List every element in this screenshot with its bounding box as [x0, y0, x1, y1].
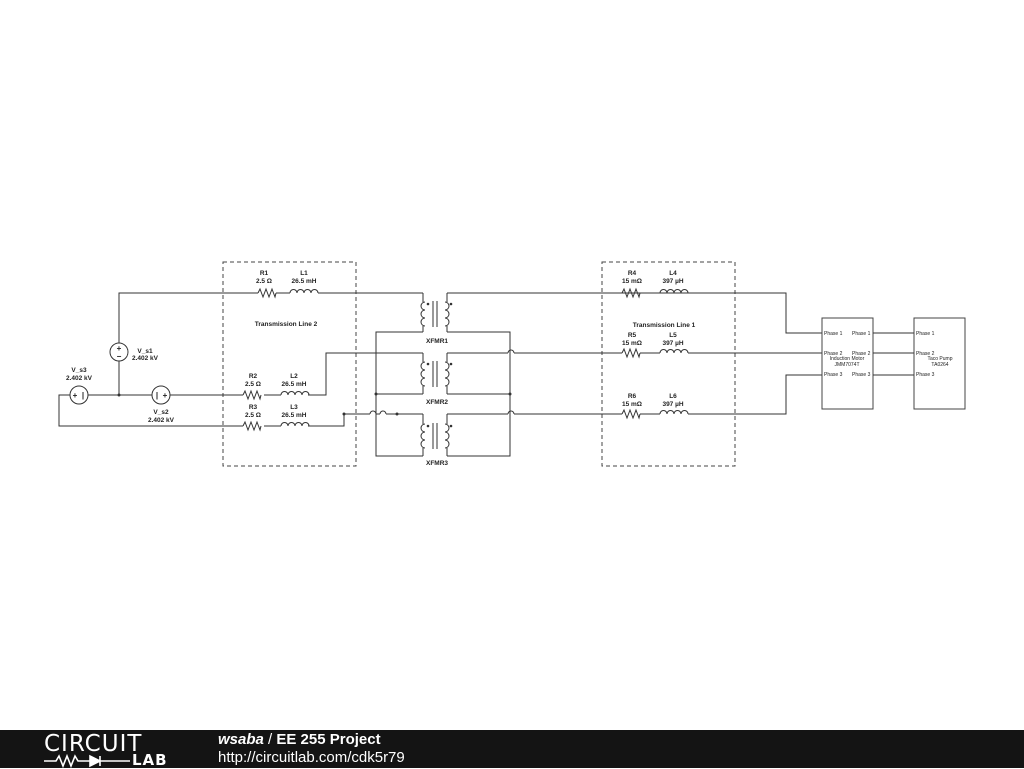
l4-value: 397 µH: [662, 278, 683, 285]
pump-port-2: Phase 2: [916, 351, 935, 357]
svg-text:+: +: [117, 344, 122, 353]
source-vs2: | + V_s2 2.402 kV: [148, 385, 175, 424]
l3-name: L3: [290, 404, 298, 411]
r4-value: 15 mΩ: [622, 278, 642, 285]
pump-port-1: Phase 1: [916, 331, 935, 337]
tl1-title: Transmission Line 1: [633, 322, 696, 329]
vs3-name: V_s3: [71, 367, 87, 374]
transmission-line-2-box: [222, 261, 357, 467]
project-title-line: wsaba / EE 255 Project: [218, 731, 405, 749]
r5-value: 15 mΩ: [622, 340, 642, 347]
title-separator: /: [268, 731, 273, 748]
pump-port-3: Phase 3: [916, 372, 935, 378]
l1-value: 26.5 mH: [292, 278, 317, 285]
transmission-line-2: Transmission Line 2 R1 2.5 Ω L1 26.5 mH …: [242, 270, 319, 432]
motor-label: Induction Motor: [830, 356, 865, 362]
motor-port-in-3: Phase 3: [824, 372, 843, 378]
motor-part: JMM7074T: [834, 362, 859, 368]
vs1-name: V_s1: [137, 348, 153, 355]
r4-name: R4: [628, 270, 637, 277]
l3-value: 26.5 mH: [282, 412, 307, 419]
logo-circuit-icon: [44, 754, 130, 768]
l5-value: 397 µH: [662, 340, 683, 347]
r5-name: R5: [628, 332, 637, 339]
logo-text-top: CIRCUIT: [44, 731, 143, 757]
transmission-line-1-box: [601, 261, 736, 467]
transmission-line-1: Transmission Line 1 R4 15 mΩ L4 397 µH R…: [621, 270, 696, 420]
r2-name: R2: [249, 373, 258, 380]
svg-text:+: +: [163, 391, 168, 400]
motor-port-out-3: Phase 3: [852, 372, 871, 378]
footer-bar: CIRCUIT LAB wsaba / EE 255 Project http:…: [0, 730, 1024, 768]
l6-value: 397 µH: [662, 401, 683, 408]
r2-value: 2.5 Ω: [245, 381, 261, 388]
pump-block: Phase 1 Phase 2 Phase 3 Taco Pump TA0264: [913, 317, 966, 410]
wire-motor-to-pump: [873, 332, 914, 376]
vs2-name: V_s2: [153, 409, 169, 416]
tl2-title: Transmission Line 2: [255, 321, 318, 328]
motor-port-in-1: Phase 1: [824, 331, 843, 337]
l2-value: 26.5 mH: [282, 381, 307, 388]
l4-name: L4: [669, 270, 677, 277]
motor-port-out-2: Phase 2: [852, 351, 871, 357]
xfmr2: XFMR2: [420, 353, 453, 406]
vs3-value: 2.402 kV: [66, 375, 93, 382]
svg-text:|: |: [156, 391, 158, 400]
r6-value: 15 mΩ: [622, 401, 642, 408]
l6-name: L6: [669, 393, 677, 400]
svg-text:+: +: [73, 391, 78, 400]
logo-text-bottom: LAB: [132, 751, 168, 769]
project-info: wsaba / EE 255 Project http://circuitlab…: [218, 731, 405, 767]
svg-text:−: −: [117, 352, 122, 361]
pump-part: TA0264: [931, 362, 948, 368]
r1-name: R1: [260, 270, 269, 277]
induction-motor-block: Phase 1 Phase 2 Phase 3 Phase 1 Phase 2 …: [821, 317, 874, 410]
l1-name: L1: [300, 270, 308, 277]
circuitlab-logo[interactable]: CIRCUIT LAB: [40, 731, 180, 769]
r3-value: 2.5 Ω: [245, 412, 261, 419]
vs2-value: 2.402 kV: [148, 417, 175, 424]
motor-port-in-2: Phase 2: [824, 351, 843, 357]
l5-name: L5: [669, 332, 677, 339]
wire-transformer-connections: [375, 292, 822, 457]
project-title[interactable]: EE 255 Project: [276, 731, 381, 748]
source-vs1: + − V_s1 2.402 kV: [109, 342, 159, 362]
vs1-value: 2.402 kV: [132, 355, 159, 362]
xfmr1: XFMR1: [420, 293, 453, 345]
circuit-schematic: + − V_s1 2.402 kV | + V_s2 2.402 kV + | …: [58, 261, 966, 467]
source-vs3: + | V_s3 2.402 kV: [66, 367, 93, 405]
r6-name: R6: [628, 393, 637, 400]
project-url[interactable]: http://circuitlab.com/cdk5r79: [218, 749, 405, 766]
l2-name: L2: [290, 373, 298, 380]
pump-label: Taco Pump: [927, 356, 952, 362]
svg-text:|: |: [82, 391, 84, 400]
transformer-bank: XFMR1 XFMR2 XFMR3: [420, 293, 453, 467]
xfmr2-label: XFMR2: [426, 399, 448, 406]
xfmr3-label: XFMR3: [426, 460, 448, 467]
author-link[interactable]: wsaba: [218, 731, 264, 748]
r1-value: 2.5 Ω: [256, 278, 272, 285]
motor-port-out-1: Phase 1: [852, 331, 871, 337]
xfmr3: XFMR3: [420, 414, 453, 467]
r3-name: R3: [249, 404, 258, 411]
xfmr1-label: XFMR1: [426, 338, 448, 345]
